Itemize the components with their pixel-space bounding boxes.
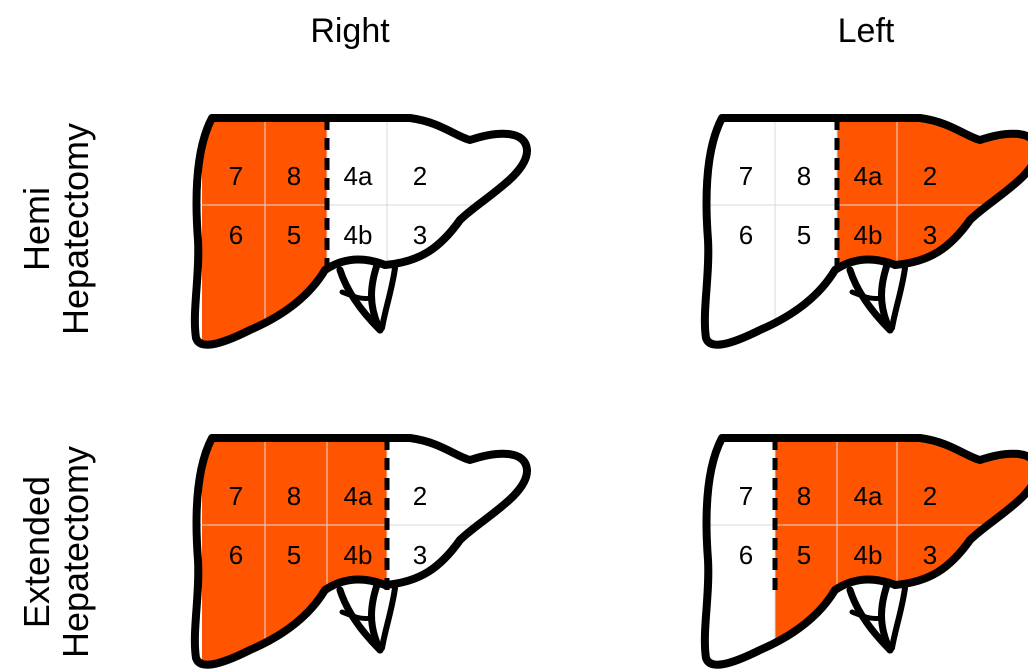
- segment-label-4a: 4a: [854, 481, 883, 511]
- segment-label-5: 5: [287, 220, 301, 250]
- segment-label-3: 3: [923, 220, 937, 250]
- segment-label-7: 7: [229, 481, 243, 511]
- liver-panel-right-extended: 7 8 4a 2 6 5 4b 3: [190, 432, 530, 672]
- segment-label-6: 6: [739, 220, 753, 250]
- row-title-hemi: Hemi Hepatectomy: [16, 123, 96, 335]
- segment-label-6: 6: [739, 540, 753, 570]
- column-title-right: Right: [310, 12, 390, 50]
- segment-label-4b: 4b: [854, 540, 883, 570]
- segment-label-4b: 4b: [854, 220, 883, 250]
- hilum-vessel: [892, 268, 905, 328]
- hilum-vessel: [382, 268, 395, 328]
- segment-label-2: 2: [413, 161, 427, 191]
- hilum-vessel: [382, 588, 395, 648]
- segment-label-3: 3: [413, 220, 427, 250]
- segment-label-5: 5: [797, 540, 811, 570]
- segment-label-6: 6: [229, 220, 243, 250]
- hilum-vessel: [852, 292, 880, 299]
- segment-label-8: 8: [797, 481, 811, 511]
- segment-label-5: 5: [287, 540, 301, 570]
- hilum-vessel: [342, 292, 370, 299]
- segment-label-8: 8: [797, 161, 811, 191]
- segment-label-7: 7: [739, 481, 753, 511]
- segment-label-6: 6: [229, 540, 243, 570]
- segment-label-4b: 4b: [344, 220, 373, 250]
- segment-label-2: 2: [923, 481, 937, 511]
- hilum-vessel: [342, 612, 370, 619]
- hilum-vessel: [882, 262, 891, 330]
- column-title-left: Left: [838, 12, 895, 50]
- segment-label-7: 7: [739, 161, 753, 191]
- hilum-vessel: [892, 588, 905, 648]
- segment-label-2: 2: [923, 161, 937, 191]
- row-title-extended: Extended Hepatectomy: [16, 446, 96, 658]
- segment-label-4b: 4b: [344, 540, 373, 570]
- row-title-extended-line1: Extended: [16, 476, 57, 628]
- segment-label-5: 5: [797, 220, 811, 250]
- liver-panel-right-hemi: 7 8 4a 2 6 5 4b 3: [190, 112, 530, 360]
- segment-label-4a: 4a: [344, 161, 373, 191]
- row-title-hemi-line2: Hepatectomy: [55, 123, 96, 335]
- row-title-hemi-line1: Hemi: [16, 187, 57, 271]
- hilum-vessel: [882, 582, 891, 650]
- segment-label-8: 8: [287, 481, 301, 511]
- resected-region: [775, 432, 1028, 672]
- segment-label-4a: 4a: [344, 481, 373, 511]
- segment-label-3: 3: [923, 540, 937, 570]
- liver-panel-left-extended: 7 8 4a 2 6 5 4b 3: [700, 432, 1028, 672]
- segment-label-7: 7: [229, 161, 243, 191]
- segment-label-8: 8: [287, 161, 301, 191]
- hilum-vessel: [372, 582, 381, 650]
- liver-panel-left-hemi: 7 8 4a 2 6 5 4b 3: [700, 112, 1028, 360]
- hilum-vessel: [852, 612, 880, 619]
- segment-label-4a: 4a: [854, 161, 883, 191]
- hilum-vessel: [372, 262, 381, 330]
- segment-label-2: 2: [413, 481, 427, 511]
- segment-label-3: 3: [413, 540, 427, 570]
- row-title-extended-line2: Hepatectomy: [55, 446, 96, 658]
